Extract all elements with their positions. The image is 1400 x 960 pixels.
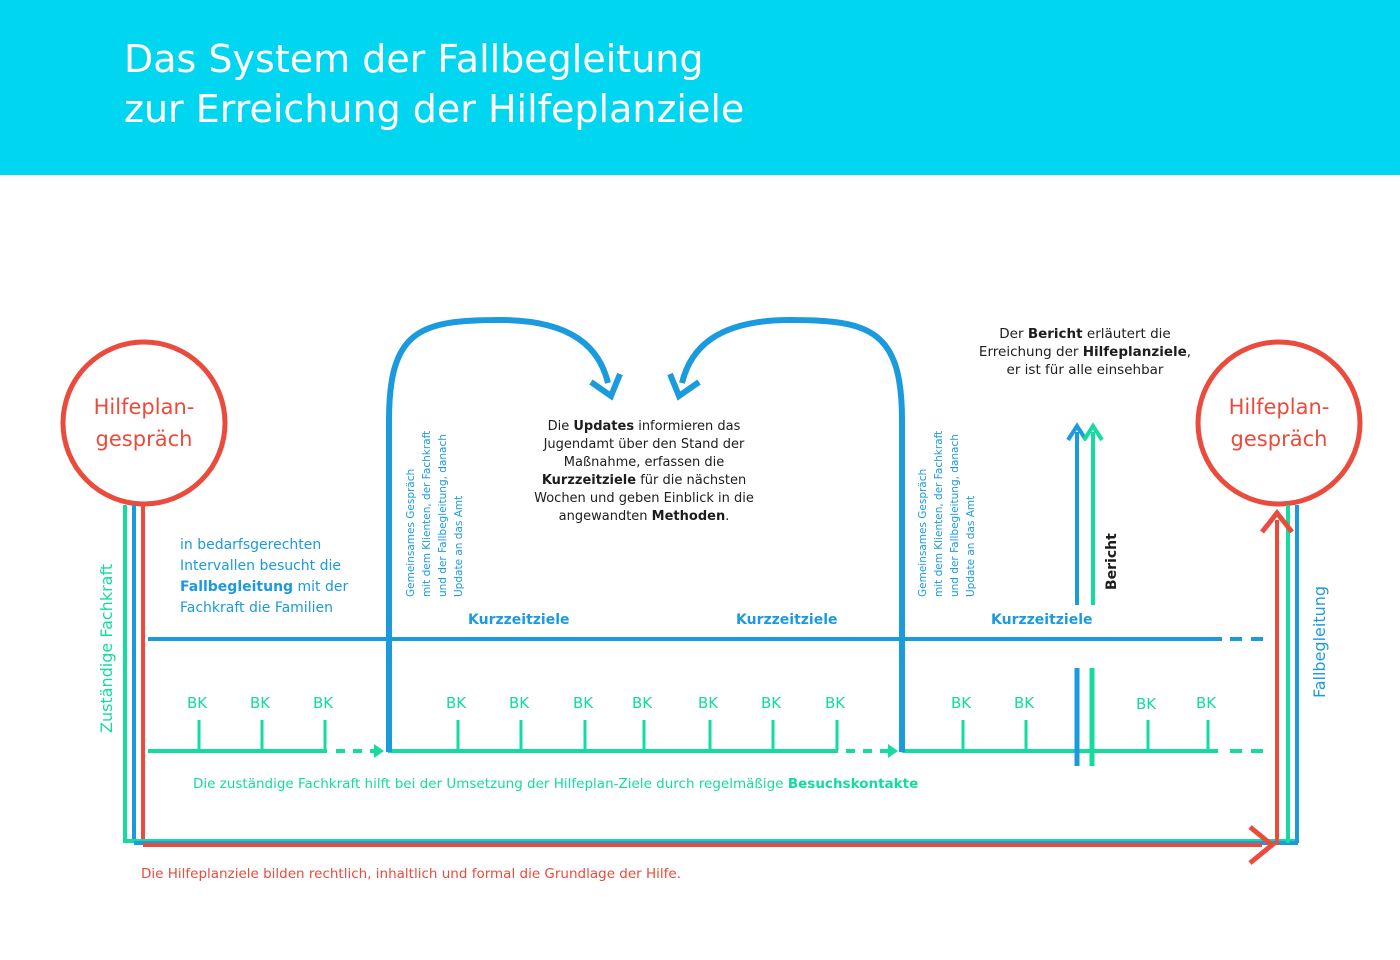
- report-blue-arrowhead: [1066, 422, 1088, 442]
- page-title: Das System der Fallbegleitung zur Erreic…: [124, 34, 744, 134]
- bk-ticks: [197, 720, 1210, 751]
- bericht-note-line-1: Der Bericht erläutert die: [960, 325, 1210, 343]
- bk-label: BK: [632, 694, 653, 712]
- update-text-right: Gemeinsames Gespräch mit dem Klienten, d…: [915, 431, 979, 597]
- circle-label-left-line2: gespräch: [95, 427, 193, 451]
- update-text-line: Gemeinsames Gespräch: [405, 468, 417, 597]
- bericht-note-line-2: Erreichung der Hilfeplanziele,: [960, 343, 1210, 361]
- bericht-label: Bericht: [1104, 533, 1120, 590]
- update-text-line: und der Fallbegleitung, danach: [949, 434, 961, 597]
- updates-note-bold: Updates: [573, 419, 635, 434]
- fachkraft-note-bold: Besuchskontakte: [787, 776, 919, 792]
- hilfeplanziele-footer-note: Die Hilfeplanziele bilden rechtlich, inh…: [141, 866, 682, 882]
- updates-note-bold: Kurzzeitziele: [541, 473, 637, 488]
- update-text-line: und der Fallbegleitung, danach: [437, 434, 449, 597]
- fallbegleitung-label: Fallbegleitung: [1310, 585, 1329, 698]
- bk-label: BK: [825, 694, 846, 712]
- right-red-arrowhead: [1260, 508, 1294, 534]
- title-line-1: Das System der Fallbegleitung: [124, 37, 704, 81]
- kurzzeitziele-label: Kurzzeitziele: [991, 612, 1093, 628]
- bericht-note: Der Bericht erläutert die Erreichung der…: [960, 325, 1210, 379]
- bk-label: BK: [951, 694, 972, 712]
- bottom-red-arrowhead: [1248, 825, 1276, 865]
- note-line-2: Intervallen besucht die: [180, 558, 342, 574]
- fachkraft-note-text: Die zuständige Fachkraft hilft bei der U…: [193, 776, 788, 792]
- kurzzeitziele-label: Kurzzeitziele: [468, 612, 570, 628]
- update-arc-left: [386, 316, 611, 752]
- update-arc-right: [679, 316, 905, 752]
- bk-label: BK: [446, 694, 467, 712]
- circle-label-right-line1: Hilfeplan-: [1228, 395, 1330, 419]
- updates-note-text: Die: [547, 419, 574, 434]
- bericht-note-line-3: er ist für alle einsehbar: [1006, 362, 1164, 378]
- bk-label: BK: [250, 694, 271, 712]
- note-line-1: in bedarfsgerechten: [180, 537, 322, 553]
- circle-label-left-line1: Hilfeplan-: [93, 395, 195, 419]
- update-text-line: Update an das Amt: [453, 495, 465, 597]
- bericht-note-text: Der: [999, 326, 1028, 342]
- circle-label-right-line2: gespräch: [1230, 427, 1328, 451]
- note-bold: Fallbegleitung: [180, 579, 294, 595]
- update-text-line: Update an das Amt: [965, 495, 977, 597]
- bk-label: BK: [313, 694, 334, 712]
- update-text-line: mit dem Klienten, der Fachkraft: [933, 430, 945, 597]
- update-text-line: mit dem Klienten, der Fachkraft: [421, 430, 433, 597]
- updates-note-text: informieren das Jugendamt über den Stand…: [543, 419, 745, 470]
- bk-label: BK: [573, 694, 594, 712]
- updates-note-text: für die nächsten Wochen und geben Einbli…: [534, 473, 754, 524]
- bk-label: BK: [1136, 695, 1157, 713]
- bk-line-arrow1: [374, 744, 384, 758]
- header-banner: Das System der Fallbegleitung zur Erreic…: [0, 0, 1400, 175]
- updates-note-bold: Methoden: [651, 509, 726, 524]
- report-green-arrowhead: [1082, 422, 1104, 442]
- fachkraft-note: Die zuständige Fachkraft hilft bei der U…: [193, 776, 918, 792]
- updates-note-text: .: [725, 509, 730, 524]
- bk-label: BK: [187, 694, 208, 712]
- updates-note: Die Updates informieren das Jugendamt üb…: [520, 418, 768, 526]
- zustaendige-fachkraft-label: Zuständige Fachkraft: [97, 563, 116, 733]
- bericht-note-bold: Hilfeplanziele: [1082, 344, 1187, 360]
- bk-label: BK: [509, 694, 530, 712]
- bericht-note-text: Erreichung der: [978, 344, 1083, 360]
- note-line-4: Fachkraft die Familien: [180, 600, 333, 616]
- bericht-note-text: erläutert die: [1082, 326, 1171, 342]
- circle-label-left: Hilfeplan- gespräch: [62, 391, 226, 455]
- circle-label-right: Hilfeplan- gespräch: [1197, 391, 1361, 455]
- bk-label: BK: [1196, 694, 1217, 712]
- title-line-2: zur Erreichung der Hilfeplanziele: [124, 87, 745, 131]
- bericht-note-text: ,: [1186, 344, 1192, 360]
- update-arc-right-arrowhead: [667, 372, 701, 401]
- note-line-3: Fallbegleitung mit der: [180, 577, 348, 598]
- fallbegleitung-note: in bedarfsgerechten Intervallen besucht …: [180, 535, 348, 619]
- update-text-left: Gemeinsames Gespräch mit dem Klienten, d…: [403, 431, 467, 597]
- bericht-note-bold: Bericht: [1027, 326, 1083, 342]
- bk-line-arrow2: [888, 744, 898, 758]
- update-arc-left-arrowhead: [589, 372, 623, 401]
- update-text-line: Gemeinsames Gespräch: [917, 468, 929, 597]
- hilfeplan-circle-left: [60, 339, 228, 507]
- hilfeplan-circle-right: [1195, 339, 1363, 507]
- note-line-3-rest: mit der: [293, 579, 349, 595]
- bk-label: BK: [698, 694, 719, 712]
- bk-label: BK: [761, 694, 782, 712]
- kurzzeitziele-label: Kurzzeitziele: [736, 612, 838, 628]
- bk-label: BK: [1014, 694, 1035, 712]
